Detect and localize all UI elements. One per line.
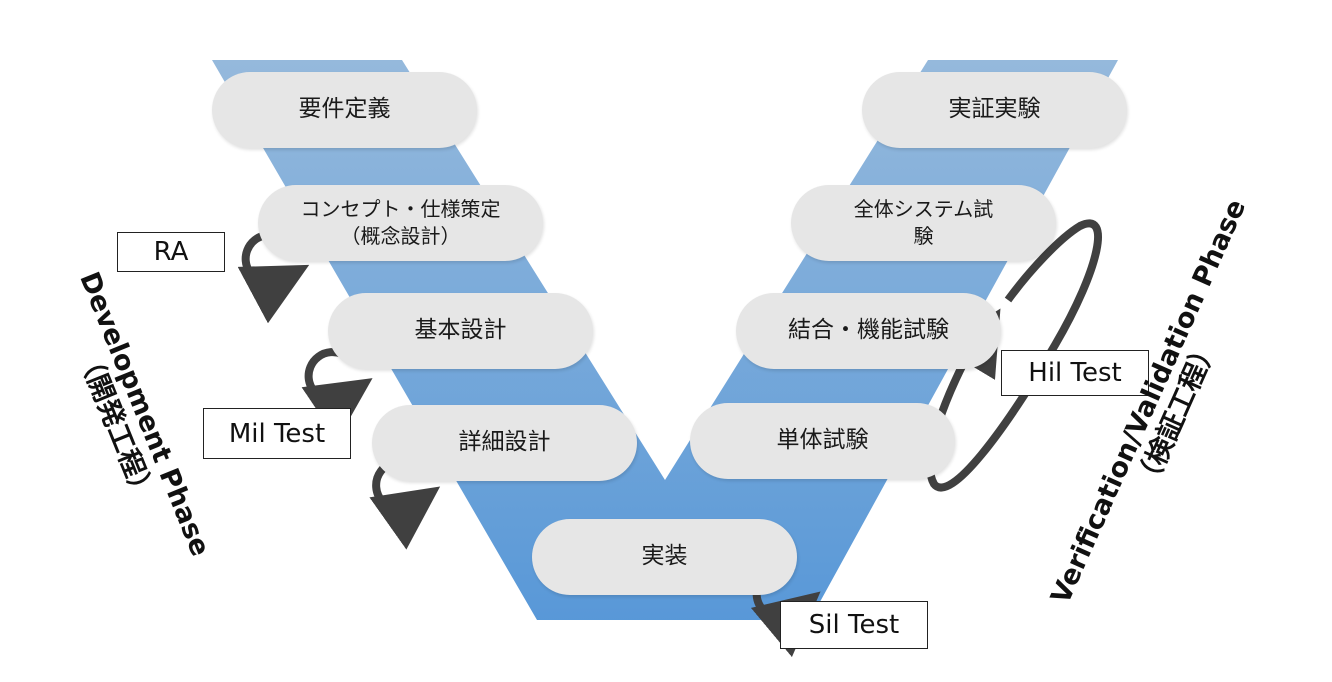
stage-basic-design: 基本設計 xyxy=(328,293,593,369)
circular-arrow-icon xyxy=(301,348,373,441)
stage-integration-test: 結合・機能試験 xyxy=(736,293,1001,369)
stage-concept: コンセプト・仕様策定（概念設計） xyxy=(258,185,543,261)
sil-test-label: Sil Test xyxy=(780,601,928,649)
stage-unit-test: 単体試験 xyxy=(690,403,955,479)
stage-system-test: 全体システム試験 xyxy=(791,185,1056,261)
mil-test-label: Mil Test xyxy=(203,408,351,459)
ra-label: RA xyxy=(117,232,225,272)
stage-field-test: 実証実験 xyxy=(862,72,1127,148)
stage-requirements: 要件定義 xyxy=(212,72,477,148)
stage-detailed-design: 詳細設計 xyxy=(372,405,637,481)
stage-implementation: 実装 xyxy=(532,519,797,595)
hil-test-label: Hil Test xyxy=(1001,350,1149,396)
